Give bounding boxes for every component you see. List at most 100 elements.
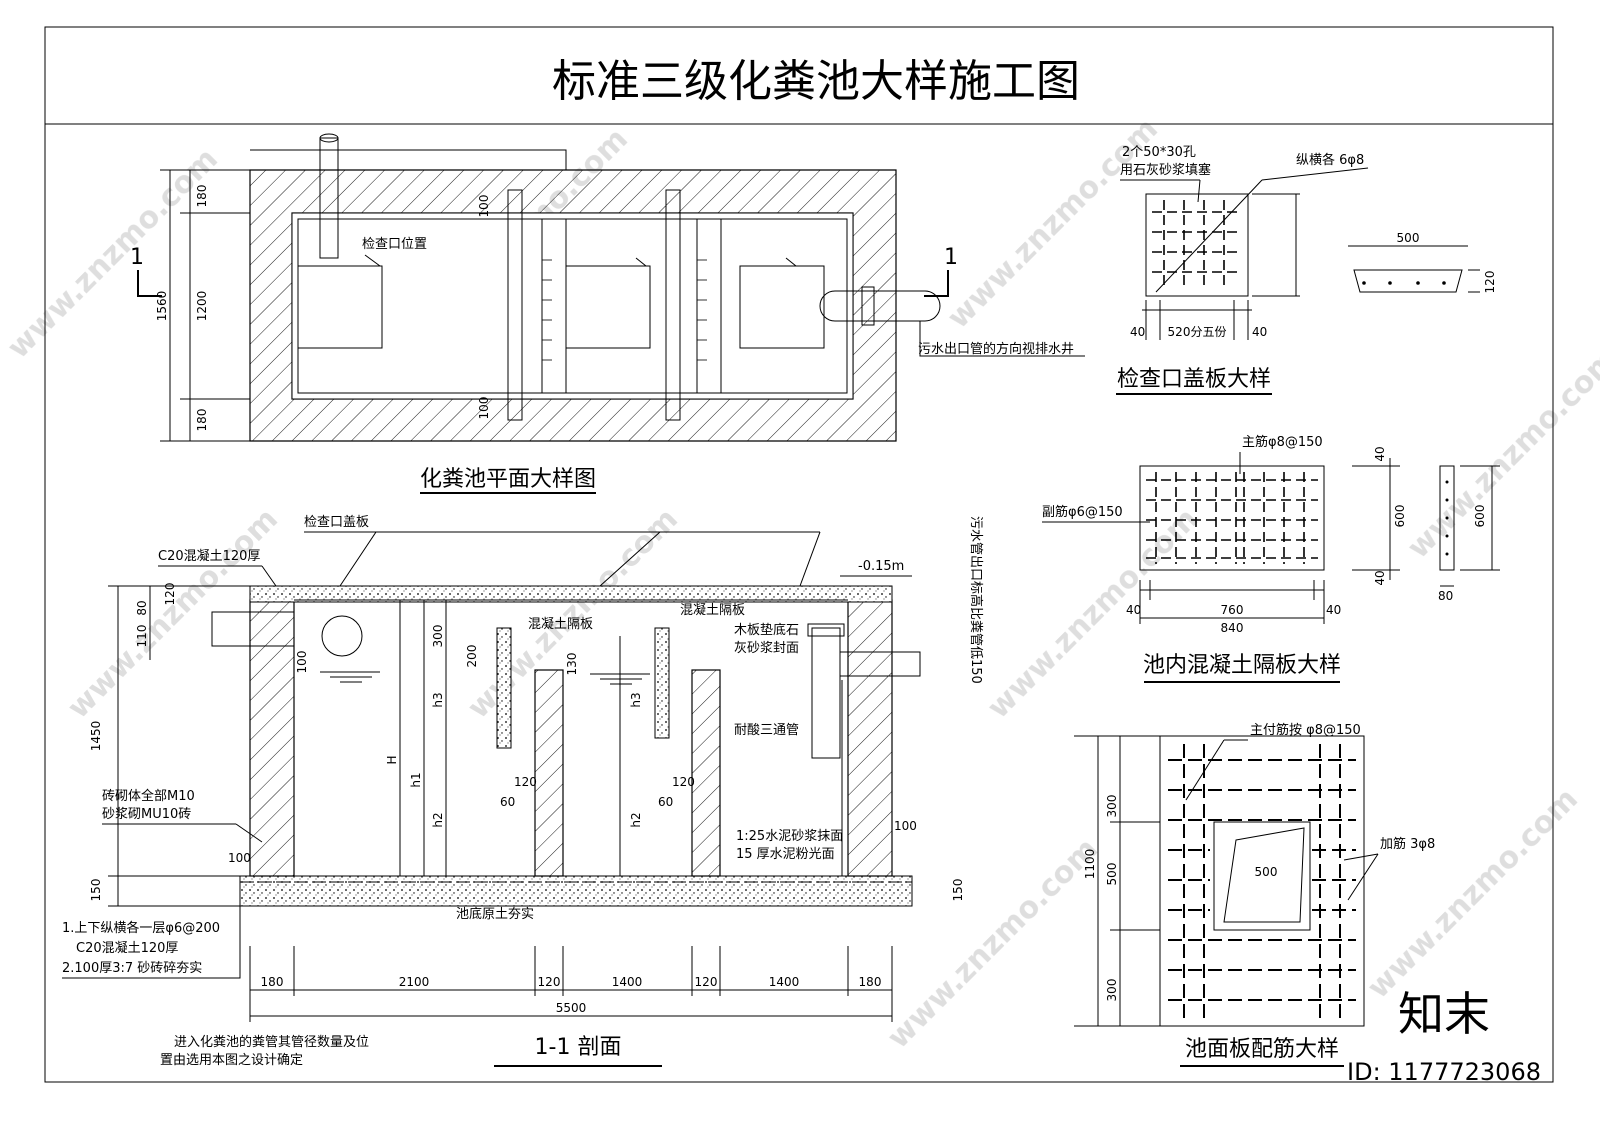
plan-view: 检查口位置 污水出口管的方向视排水井 1 1 180 1200 1560 180… xyxy=(130,133,1085,494)
slab-dim: 300 xyxy=(1105,795,1119,818)
section-dim: 150 xyxy=(951,879,965,902)
label-wood-1: 木板垫底石 xyxy=(734,622,799,638)
plan-partition-3 xyxy=(665,189,681,421)
section-dim: 110 xyxy=(135,625,149,648)
sheet-title: 标准三级化粪池大样施工图 xyxy=(552,56,1080,107)
section-wall-2 xyxy=(691,669,721,877)
section-dim: 200 xyxy=(465,645,479,668)
slab-add-label: 加筋 3φ8 xyxy=(1380,836,1435,852)
plan-dim: 1200 xyxy=(195,291,209,322)
section-dim: 1450 xyxy=(89,721,103,752)
partition-detail: 主筋φ8@150 副筋φ6@150 40 760 40 840 40 600 4… xyxy=(1042,434,1500,683)
label-masonry-2: 砂浆砌MU10砖 xyxy=(102,807,191,822)
label-partition-1: 混凝土隔板 xyxy=(528,616,593,632)
cover-slab xyxy=(1145,193,1249,297)
label-outlet-vertical: 污水管出口标高比粪管低150 xyxy=(968,516,984,684)
watermark-text: www.znzmo.com xyxy=(1361,782,1585,1006)
plan-dim: 180 xyxy=(195,185,209,208)
section-bottom-dim: 1400 xyxy=(769,975,800,989)
section-dim: h2 xyxy=(629,812,643,827)
slab-opening-cover xyxy=(1223,827,1305,923)
note-1: 1.上下纵横各一层φ6@200 xyxy=(62,920,220,936)
plan-dim: 100 xyxy=(477,195,491,218)
section-dim: 60 xyxy=(500,795,515,809)
section-dim: H xyxy=(385,755,399,764)
cover-side-section xyxy=(1353,269,1463,293)
section-bottom-dim: 1400 xyxy=(612,975,643,989)
section-dim: 150 xyxy=(89,879,103,902)
plan-partition-1 xyxy=(507,189,523,421)
section-dim: 300 xyxy=(431,625,445,648)
watermark-text: www.znzmo.com xyxy=(881,832,1105,1056)
sheet-border xyxy=(44,26,1554,1083)
plan-caption: 化粪池平面大样图 xyxy=(420,467,596,492)
slab-detail: 500 主付筋按 φ8@150 加筋 3φ8 300 500 1100 300 … xyxy=(1074,722,1435,1067)
partition-dim: 40 xyxy=(1373,570,1387,585)
plan-dim: 180 xyxy=(195,409,209,432)
section-dim: 130 xyxy=(565,653,579,676)
label-plaster-2: 15 厚水泥粉光面 xyxy=(736,847,835,862)
section-caption: 1-1 剖面 xyxy=(535,1035,622,1060)
section-dim: 120 xyxy=(514,775,537,789)
plan-opening-2 xyxy=(565,265,651,349)
section-right-wall xyxy=(847,599,893,877)
cover-holes-label-2: 用石灰砂浆填塞 xyxy=(1120,162,1211,178)
section-mark-left: 1 xyxy=(130,245,144,270)
plan-partition-4 xyxy=(696,218,722,394)
watermark-text: www.znzmo.com xyxy=(461,502,685,726)
plan-opening-1 xyxy=(297,265,383,349)
section-dim: 60 xyxy=(658,795,673,809)
section-dim: 80 xyxy=(135,600,149,615)
id-watermark: ID: 1177723068 xyxy=(1347,1058,1541,1086)
partition-dim: 600 xyxy=(1393,505,1407,528)
section-dim: 100 xyxy=(228,851,251,865)
top-slab xyxy=(249,585,893,603)
section-bottom-dim: 180 xyxy=(859,975,882,989)
label-cover: 检查口盖板 xyxy=(304,515,369,530)
section-pipe-circle xyxy=(321,615,363,657)
label-masonry-1: 砖砌体全部M10 xyxy=(102,788,195,804)
cover-dim: 40 xyxy=(1130,325,1145,339)
section-dim: 100 xyxy=(295,651,309,674)
plan-interior xyxy=(291,212,854,400)
cover-detail: 纵横各 6φ8 2个50*30孔 用石灰砂浆填塞 40 520分五份 40 50… xyxy=(1116,145,1497,395)
section-dim: h1 xyxy=(409,772,423,787)
label-base: 池底原土夯实 xyxy=(456,906,534,922)
slab-dim: 300 xyxy=(1105,979,1119,1002)
section-bottom-dim: 120 xyxy=(538,975,561,989)
slab-dim: 500 xyxy=(1105,863,1119,886)
watermark-text: www.znzmo.com xyxy=(981,502,1205,726)
section-dim: 120 xyxy=(163,583,177,606)
section-dim: h3 xyxy=(431,692,445,707)
cover-dim: 120 xyxy=(1483,271,1497,294)
slab-caption: 池面板配筋大样 xyxy=(1185,1037,1339,1062)
section-view: H h1 h3 h2 h3 h2 300 200 130 100 120 60 … xyxy=(62,515,984,1068)
brand-watermark: 知末 xyxy=(1398,987,1490,1041)
slab-outline xyxy=(1159,735,1365,1027)
section-bottom-dim: 180 xyxy=(261,975,284,989)
cover-dim: 520分五份 xyxy=(1168,325,1227,339)
section-bottom-dim: 120 xyxy=(695,975,718,989)
label-plaster-1: 1:25水泥砂浆抹面 xyxy=(736,829,843,844)
watermark-text: www.znzmo.com xyxy=(1,142,225,366)
label-tee: 耐酸三通管 xyxy=(734,723,799,738)
slab-dim: 500 xyxy=(1255,865,1278,879)
partition-board xyxy=(1139,465,1325,571)
plan-inlet-pipe xyxy=(319,137,339,259)
partition-dim: 760 xyxy=(1221,603,1244,617)
slab-dim: 1100 xyxy=(1083,849,1097,880)
section-wall-1 xyxy=(534,669,564,877)
note-pipe-1: 进入化粪池的粪管其管径数量及位 xyxy=(174,1034,369,1050)
section-dim: h2 xyxy=(431,812,445,827)
label-wood-2: 灰砂浆封面 xyxy=(734,641,799,656)
watermark-text: www.znzmo.com xyxy=(1401,342,1600,566)
section-dim: h3 xyxy=(629,692,643,707)
partition-dim: 80 xyxy=(1438,589,1453,603)
slab-main-label: 主付筋按 φ8@150 xyxy=(1250,722,1361,738)
plan-dim: 1560 xyxy=(155,291,169,322)
plan-dim: 100 xyxy=(477,397,491,420)
cover-bars-label: 纵横各 6φ8 xyxy=(1296,152,1364,168)
section-bottom-dim: 5500 xyxy=(556,1001,587,1015)
cover-dim: 500 xyxy=(1397,231,1420,245)
partition-dim: 40 xyxy=(1126,603,1141,617)
